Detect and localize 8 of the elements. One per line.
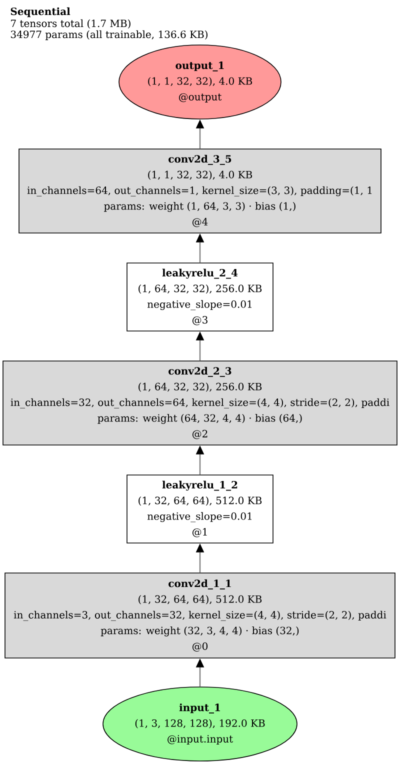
layer-box: conv2d_2_3 (1, 64, 32, 32), 256.0 KB in_channels=32, out_channels=64, kernel_size=(4, 4), stride=(2, 2), paddi params: weight (64, 32, 4, 4) · bias (64,) @2 <box>2 360 398 446</box>
layer-box: leakyrelu_2_4 (1, 64, 32, 32), 256.0 KB negative_slope=0.01 @3 <box>126 262 274 332</box>
title: Sequential <box>10 7 70 18</box>
layer-box: leakyrelu_1_2 (1, 32, 64, 64), 512.0 KB negative_slope=0.01 @1 <box>126 474 274 544</box>
layer-box: conv2d_1_1 (1, 32, 64, 64), 512.0 KB in_channels=3, out_channels=32, kernel_size=(4, 4), stride=(2, 2), paddi params: weight (32, 3, 4, 4) · bias (32,) @0 <box>4 572 396 658</box>
summary-text: 7 tensors total (1.7 MB) <box>11 19 130 29</box>
layer-box: conv2d_3_5 (1, 1, 32, 32), 4.0 KB in_channels=64, out_channels=1, kernel_size=(3, 3), padding=(1, 1 params: weight (1, 64, 3, 3) · bias (1,) @4 <box>18 148 382 234</box>
summary-text: 34977 params (all trainable, 136.6 KB) <box>10 30 208 40</box>
